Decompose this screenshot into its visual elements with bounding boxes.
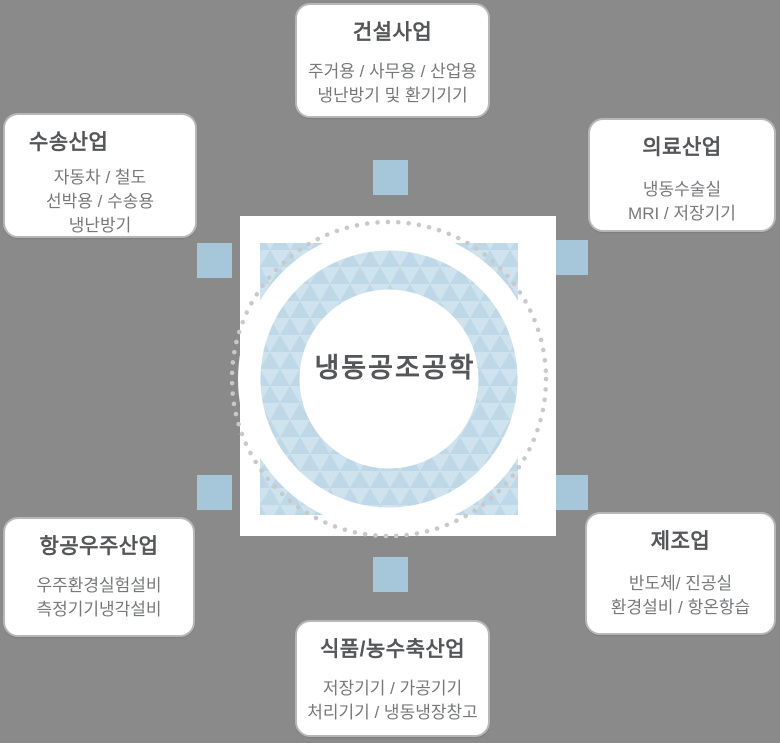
box-medical-title: 의료산업: [642, 136, 722, 159]
connector-top: [373, 160, 408, 195]
box-manufacturing-title: 제조업: [650, 530, 711, 553]
dotted-circle: [229, 219, 549, 539]
box-line: 자동차 / 철도: [53, 168, 147, 187]
box-transport-title: 수송산업: [29, 131, 109, 154]
box-line: 환경설비 / 항온항습: [610, 598, 751, 617]
center-label: 냉동공조공학: [314, 353, 475, 383]
box-line: MRI / 저장기기: [628, 204, 736, 223]
box-aerospace-body: 우주환경실험설비 측정기기냉각설비: [36, 574, 161, 622]
box-food: 식품/농수축산업 저장기기 / 가공기기 처리기기 / 냉동냉장창고: [295, 620, 490, 737]
connector-left-top: [197, 243, 232, 278]
box-construction-title: 건설사업: [352, 21, 433, 44]
box-line: 저장기기 / 가공기기: [322, 679, 463, 698]
box-line: 측정기기냉각설비: [36, 600, 162, 619]
center-emblem: 냉동공조공학: [229, 216, 556, 539]
box-line: 주거용 / 사무용 / 산업용: [307, 62, 478, 81]
box-food-body: 저장기기 / 가공기기 처리기기 / 냉동냉장창고: [307, 677, 478, 725]
box-line: 우주환경실험설비: [36, 576, 162, 595]
box-food-title: 식품/농수축산업: [319, 638, 466, 661]
box-transport: 수송산업 자동차 / 철도 선박용 / 수송용 냉난방기: [3, 113, 197, 238]
connector-right-top: [553, 240, 588, 275]
box-aerospace: 항공우주산업 우주환경실험설비 측정기기냉각설비: [3, 517, 195, 637]
box-line: 냉난방기: [68, 216, 132, 235]
box-line: 냉동수술실: [642, 180, 722, 199]
connector-bottom: [373, 557, 408, 592]
box-line: 반도체/ 진공실: [628, 574, 733, 593]
box-medical: 의료산업 냉동수술실 MRI / 저장기기: [588, 118, 776, 232]
box-manufacturing-body: 반도체/ 진공실 환경설비 / 항온항습: [611, 572, 750, 620]
box-manufacturing: 제조업 반도체/ 진공실 환경설비 / 항온항습: [585, 512, 776, 635]
box-aerospace-title: 항공우주산업: [39, 535, 159, 558]
box-line: 처리기기 / 냉동냉장창고: [307, 703, 478, 722]
box-line: 냉난방기 및 환기기기: [317, 86, 468, 105]
box-transport-body: 자동차 / 철도 선박용 / 수송용 냉난방기: [46, 166, 154, 238]
box-medical-body: 냉동수술실 MRI / 저장기기: [628, 178, 736, 226]
connector-left-bottom: [197, 475, 232, 510]
box-construction: 건설사업 주거용 / 사무용 / 산업용 냉난방기 및 환기기기: [295, 3, 490, 118]
box-construction-body: 주거용 / 사무용 / 산업용 냉난방기 및 환기기기: [308, 60, 477, 108]
connector-right-bottom: [553, 475, 588, 510]
triangle-pattern-ring: [260, 250, 518, 508]
box-line: 선박용 / 수송용: [45, 192, 154, 211]
